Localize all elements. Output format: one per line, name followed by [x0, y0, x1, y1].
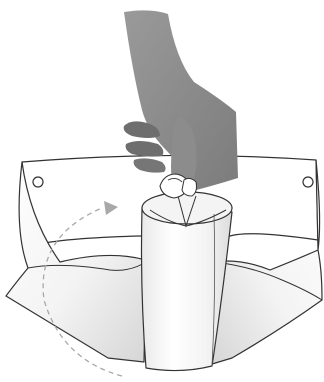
- hand-pinch-finger-tip: [182, 178, 197, 196]
- punch-hole-right-icon: [303, 177, 313, 187]
- paper-roll-top-opening: [142, 192, 232, 224]
- hand-finger-2: [126, 141, 164, 157]
- hand-icon: [124, 10, 238, 198]
- punch-hole-left-icon: [33, 177, 43, 187]
